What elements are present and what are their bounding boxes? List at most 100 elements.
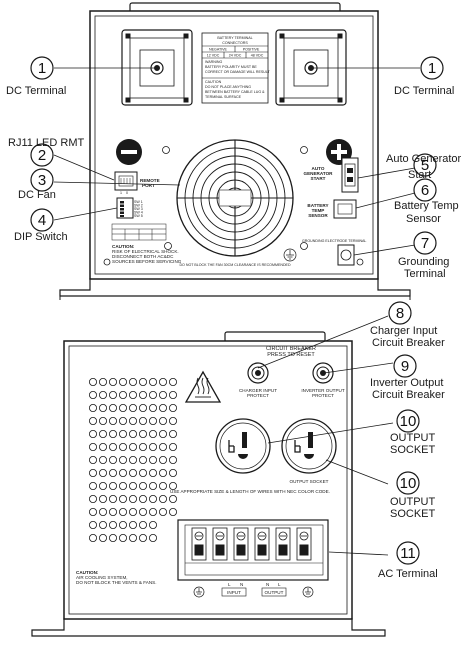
vent-hole xyxy=(89,377,98,386)
terminal-clamp xyxy=(278,544,288,556)
svg-text:SENSOR: SENSOR xyxy=(308,213,328,218)
vent-hole xyxy=(148,534,157,543)
vent-hole xyxy=(109,377,118,386)
svg-text:6: 6 xyxy=(421,182,429,199)
svg-text:INPUT: INPUT xyxy=(227,590,241,595)
vent-hole xyxy=(119,442,128,451)
vent-hole xyxy=(158,416,167,425)
vent-hole xyxy=(158,455,167,464)
vent-hole xyxy=(138,521,147,530)
svg-text:BATTERY: BATTERY xyxy=(307,203,328,208)
svg-text:3: 3 xyxy=(38,172,46,189)
vent-hole xyxy=(119,390,128,399)
vent-hole xyxy=(168,416,177,425)
svg-text:N: N xyxy=(240,582,243,587)
svg-text:N: N xyxy=(266,582,269,587)
top-inner-frame xyxy=(94,15,374,275)
vent-hole xyxy=(158,507,167,516)
inverter-output-breaker[interactable] xyxy=(312,362,334,384)
vent-hole xyxy=(119,455,128,464)
vent-hole xyxy=(138,429,147,438)
vent-hole xyxy=(128,534,137,543)
callout-11 xyxy=(396,541,420,565)
vent-hole xyxy=(168,481,177,490)
battery-temp-sensor-port[interactable] xyxy=(333,199,357,219)
vent-hole xyxy=(138,455,147,464)
vent-hole xyxy=(128,390,137,399)
vent-hole xyxy=(99,403,108,412)
dc-terminal-right[interactable] xyxy=(275,29,347,106)
top-leader-lines xyxy=(53,67,420,256)
ground-symbol-icon xyxy=(302,586,314,598)
svg-text:SW 1: SW 1 xyxy=(134,200,143,204)
vent-hole xyxy=(109,403,118,412)
svg-text:Auto Generator: Auto Generator xyxy=(386,153,462,165)
svg-text:2: 2 xyxy=(38,147,46,164)
vent-hole xyxy=(109,507,118,516)
vent-hole xyxy=(148,390,157,399)
svg-text:Sensor: Sensor xyxy=(406,213,441,225)
svg-text:Terminal: Terminal xyxy=(404,268,446,280)
vent-hole xyxy=(158,481,167,490)
vent-hole xyxy=(99,507,108,516)
auto-generator-connector[interactable] xyxy=(341,157,359,193)
callout-10-a xyxy=(396,409,420,433)
svg-text:SOCKET: SOCKET xyxy=(390,444,436,456)
svg-text:DO NOT PLACE ANYTHING: DO NOT PLACE ANYTHING xyxy=(205,85,251,89)
vent-hole xyxy=(128,429,137,438)
vent-hole xyxy=(148,507,157,516)
callout-3 xyxy=(30,168,54,192)
vent-hole xyxy=(148,455,157,464)
svg-text:L: L xyxy=(228,582,231,587)
bottom-base xyxy=(31,618,386,637)
svg-text:Circuit Breaker: Circuit Breaker xyxy=(372,389,445,401)
vent-hole xyxy=(119,403,128,412)
rj11-remote-port[interactable] xyxy=(114,171,138,191)
svg-text:WARNING: WARNING xyxy=(205,60,222,64)
vent-hole xyxy=(119,429,128,438)
vent-hole xyxy=(109,494,118,503)
vent-hole xyxy=(89,521,98,530)
vent-hole xyxy=(128,494,137,503)
vent-hole xyxy=(89,455,98,464)
svg-text:CAUTION:: CAUTION: xyxy=(76,570,99,575)
dc-terminal-left[interactable] xyxy=(121,29,193,106)
svg-text:AUTO: AUTO xyxy=(312,166,325,171)
dip-switch[interactable] xyxy=(116,197,134,219)
vent-hole xyxy=(89,429,98,438)
svg-text:PRESS TO RESET: PRESS TO RESET xyxy=(267,352,315,358)
vent-hole xyxy=(168,403,177,412)
vent-hole xyxy=(109,416,118,425)
vent-hole xyxy=(168,377,177,386)
vent-hole xyxy=(128,377,137,386)
vent-hole xyxy=(138,494,147,503)
vent-hole xyxy=(89,507,98,516)
vent-hole xyxy=(99,521,108,530)
terminal-clamp xyxy=(194,544,204,556)
ground-symbol-icon xyxy=(283,248,297,262)
ac-terminal-screws xyxy=(191,527,312,561)
callout-8 xyxy=(388,301,412,325)
svg-text:Start: Start xyxy=(408,169,431,181)
panel-screws xyxy=(103,146,364,266)
ac-terminal-block[interactable] xyxy=(177,519,329,581)
output-socket-right[interactable] xyxy=(281,418,337,474)
grounding-terminal[interactable] xyxy=(337,244,355,266)
vent-hole xyxy=(119,481,128,490)
svg-text:OUTPUT SOCKET: OUTPUT SOCKET xyxy=(290,479,329,484)
svg-text:SW 4: SW 4 xyxy=(134,211,143,215)
svg-text:POSITIVE: POSITIVE xyxy=(243,48,260,52)
svg-text:L: L xyxy=(278,582,281,587)
terminal-clamp xyxy=(215,544,225,556)
charger-input-breaker[interactable] xyxy=(247,362,269,384)
svg-text:DO NOT BLOCK THE FAN 30CM CLE: DO NOT BLOCK THE FAN 30CM CLEARANCE IS R… xyxy=(179,263,290,267)
vent-hole xyxy=(119,534,128,543)
vent-hole xyxy=(99,416,108,425)
svg-text:DO NOT BLOCK THE VENTS & FANS.: DO NOT BLOCK THE VENTS & FANS. xyxy=(76,580,157,585)
callout-10-b xyxy=(396,471,420,495)
svg-text:Grounding: Grounding xyxy=(398,256,449,268)
output-socket-left[interactable] xyxy=(215,418,271,474)
vent-hole xyxy=(168,455,177,464)
svg-text:CORRECT OR DAMAGE WILL RESULT: CORRECT OR DAMAGE WILL RESULT xyxy=(205,70,271,74)
